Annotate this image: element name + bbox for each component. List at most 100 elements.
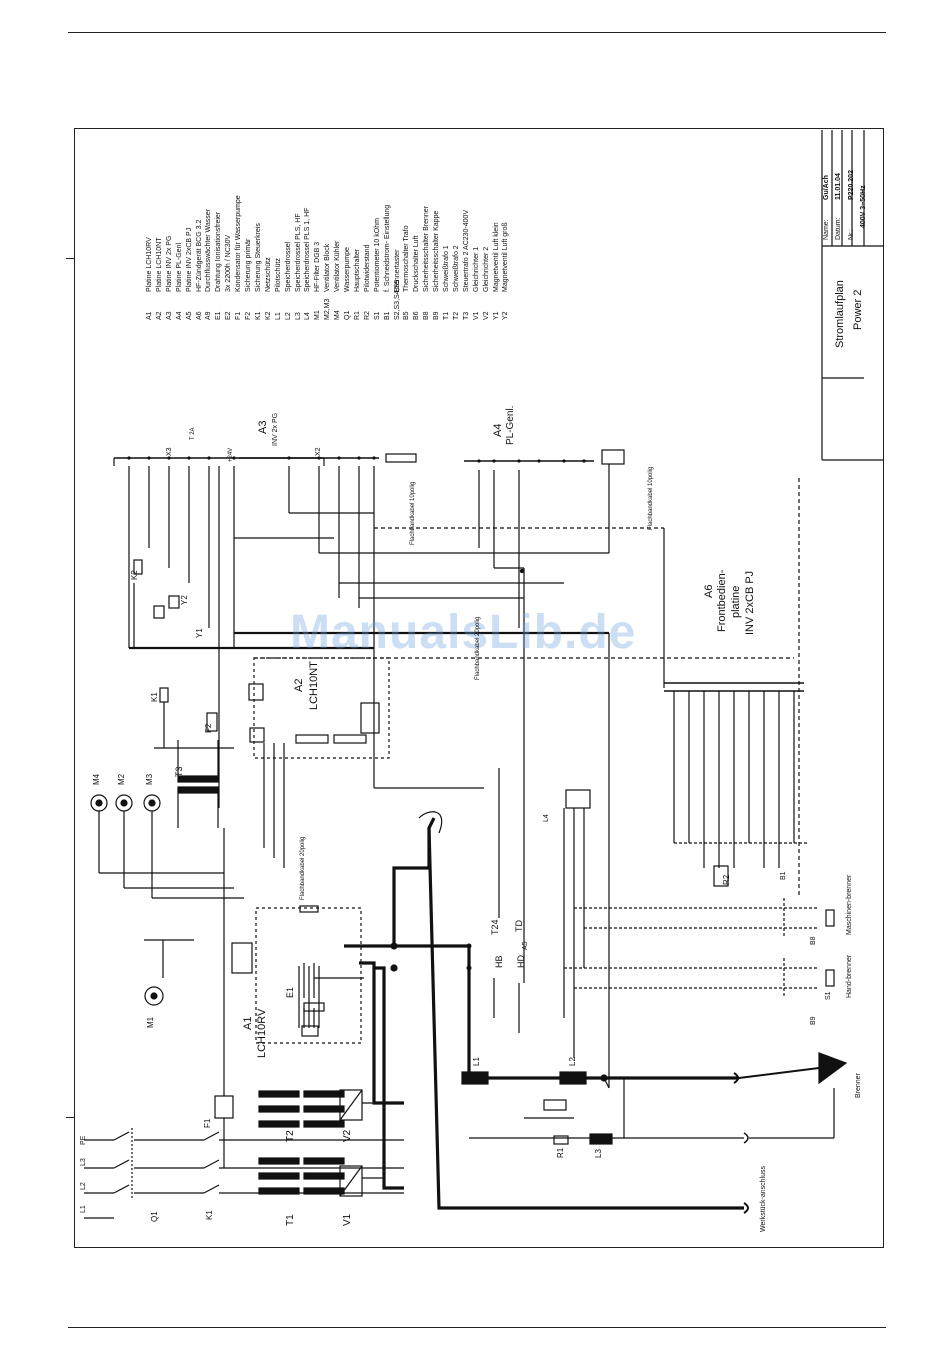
legend-code: B6	[413, 311, 421, 320]
choke-l2	[559, 1071, 587, 1085]
legend-code: Y1	[492, 311, 500, 320]
label-flat2: Flachbandkabel 10polig	[410, 481, 416, 545]
legend-text: Sicherheitsschalter Brenner	[423, 206, 431, 292]
legend-row: M2,M3Ventilator Block	[324, 244, 331, 320]
label-b1: B1	[780, 871, 787, 880]
margin-tick-top	[66, 258, 74, 259]
label-flat3: Flachbandkabel 20polig	[475, 616, 481, 680]
date-label: Datum:	[835, 217, 842, 240]
transformer-t3	[177, 775, 219, 783]
label-l2: L2	[568, 1057, 577, 1066]
capacitor-e1	[301, 1025, 319, 1037]
legend-text: Potentiometer 10 kOhm	[373, 218, 381, 292]
legend-code: Q1	[344, 310, 351, 320]
switch-b8	[825, 909, 835, 927]
label-brenner: Brenner	[855, 1073, 862, 1098]
label-b9: B9	[810, 1016, 817, 1025]
legend-row: T1Schweißtrafo 1	[443, 245, 450, 320]
transformer-t2	[258, 1090, 345, 1128]
label-k2: K2	[130, 570, 139, 580]
label-y2: Y2	[180, 595, 189, 605]
weld-plus	[344, 944, 739, 1080]
legend-text: Brennertaster	[393, 249, 401, 292]
legend-code: R1	[353, 311, 361, 320]
voltage-value: 400V 3~50Hz	[860, 185, 867, 228]
choke-l1	[461, 1071, 489, 1085]
potentiometer-r2	[713, 865, 729, 887]
bottom-rule	[68, 1327, 886, 1328]
label-m2: M2	[117, 773, 126, 785]
legend-text: 3x 2200h / NC30V	[225, 234, 233, 292]
legend-text: Schweißtrafo 1	[443, 245, 450, 292]
label-k1: K1	[150, 692, 159, 702]
legend-row: A6 HF-Zündgerät BCG 3.2	[196, 220, 203, 320]
label-t3: T3	[174, 766, 184, 777]
legend-text: HF-Zündgerät BCG 3.2	[195, 219, 203, 292]
label-phase-l1: L1	[80, 1205, 87, 1213]
legend-row: R1Hauptschalter	[354, 249, 361, 320]
torch-icon	[818, 1052, 848, 1085]
legend-code: K2	[264, 311, 272, 320]
label-r2: R2	[722, 874, 731, 885]
label-b8: B8	[810, 936, 817, 945]
legend-text: f. Schneidstrom- Einstellung	[383, 204, 391, 292]
label-werkstueck: Werkstück-anschluss	[760, 1165, 767, 1232]
legend-code: A9	[205, 311, 213, 320]
legend-code: A4	[175, 311, 183, 320]
legend-text: Ventilator Kühler	[334, 240, 342, 292]
legend-text: Schweißtrafo 2	[452, 245, 460, 292]
label-a6-sub3: INV 2xCB PJ	[744, 570, 756, 635]
name-label: Name:	[823, 219, 830, 240]
label-a3: A3	[257, 420, 269, 434]
label-s1: S1	[825, 991, 832, 1000]
legend-code: V2	[482, 311, 490, 320]
label-flat1: Flachbandkabel 20polig	[300, 836, 306, 900]
legend-row: E2 3x 2200h / NC30V	[225, 235, 232, 320]
legend-code: A2	[155, 311, 163, 320]
legend-row: A4 Platine PL-Genl	[176, 243, 183, 320]
legend-code: K1	[254, 311, 262, 320]
legend-code: E1	[215, 311, 223, 320]
legend-text: Steuertrafo 2 AC230-400V	[462, 209, 470, 292]
margin-tick-bottom	[66, 1117, 74, 1118]
weld-minus	[427, 827, 744, 1210]
circuit-diagram	[84, 130, 884, 1219]
label-y1: Y1	[195, 628, 204, 638]
label-a4: A4	[492, 423, 504, 437]
label-hd: HD	[516, 955, 526, 968]
legend-code: B5	[403, 311, 411, 320]
legend-code: F1	[235, 311, 243, 320]
legend-row: Y2 Magnetventil Luft groß	[502, 222, 509, 320]
legend-code: B1	[383, 311, 391, 320]
label-maschinenbrenner: Maschinen-brenner	[846, 874, 853, 935]
label-t2: T2	[285, 1130, 296, 1142]
fuse-f2	[206, 712, 218, 732]
valve-y2	[153, 605, 165, 619]
label-l4: L4	[543, 814, 550, 822]
legend-text: Kondensator für Wasserpumpe	[235, 195, 243, 292]
label-td: TD	[514, 920, 524, 932]
rectifier-v2	[339, 1089, 363, 1121]
legend-text: Wasserpumpe	[344, 247, 351, 292]
legend-code: A6	[195, 311, 203, 320]
legend-text: Platine LCH10RV	[146, 237, 153, 292]
label-ac-in: +24V	[228, 447, 234, 462]
label-hb: HB	[494, 955, 504, 968]
legend-row: K1Sicherung Steuerkreis	[255, 223, 262, 320]
label-f1: F1	[203, 1118, 212, 1128]
label-l1: L1	[472, 1057, 481, 1066]
legend-text: Gleichrichter 2	[482, 246, 490, 292]
legend-code: A5	[185, 311, 193, 320]
legend-row: A3Platine INV 2x PG	[166, 236, 173, 320]
label-fuse: T 2A	[190, 427, 196, 440]
legend-code: L3	[294, 312, 302, 320]
legend-text: Magnetventil Luft groß	[502, 222, 510, 292]
legend-row: B8Sicherheitsschalter Brenner	[423, 206, 430, 320]
legend-row: L4Speicherdrossel PLS 1, HF	[304, 208, 311, 320]
watermark: ManualsLib.de	[290, 606, 637, 659]
switch-b9	[825, 969, 835, 987]
legend-text: Platine PL-Genl	[175, 242, 183, 292]
legend-code: E2	[225, 311, 233, 320]
label-a5: A5	[522, 941, 529, 950]
legend-code: Y2	[502, 311, 510, 320]
